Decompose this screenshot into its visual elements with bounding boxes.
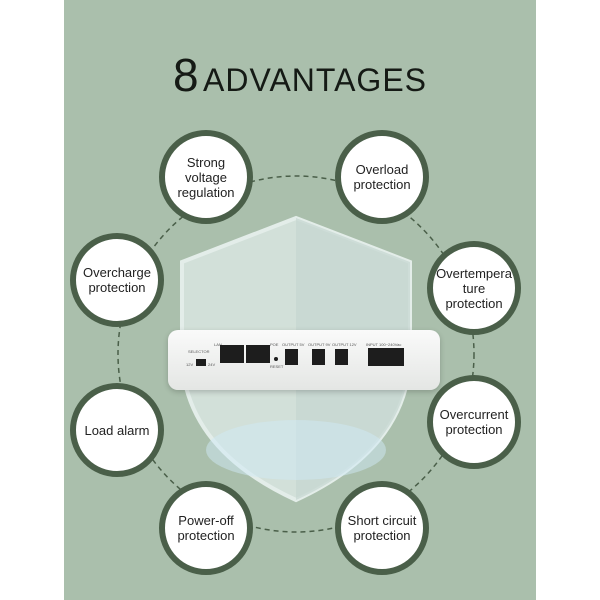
output-port-2: [312, 349, 325, 365]
output-2-label: OUTPUT 9V: [308, 342, 331, 347]
advantage-load-alarm: Load alarm: [70, 383, 164, 477]
input-label: INPUT 100~240Vac: [366, 342, 402, 347]
selector-switch: [196, 359, 206, 366]
reset-button: [274, 357, 278, 361]
selector-12v-label: 12V: [186, 362, 194, 367]
advantage-overcurrent: Overcurrent protection: [427, 375, 521, 469]
lan-label: LAN: [214, 342, 222, 347]
page-title: 8 ADVANTAGES: [64, 48, 536, 102]
lan-port-2: [246, 345, 270, 363]
selector-24v-label: 24V: [208, 362, 216, 367]
advantage-overload: Overload protection: [335, 130, 429, 224]
advantage-power-off: Power-off protection: [159, 481, 253, 575]
selector-label: SELECTOR: [188, 349, 210, 354]
dashed-ring: [117, 175, 475, 533]
advantage-strong-voltage: Strong voltage regulation: [159, 130, 253, 224]
output-port-1: [285, 349, 298, 365]
lan-port-1: [220, 345, 244, 363]
advantage-short-circuit: Short circuit protection: [335, 481, 429, 575]
poe-label: POE: [270, 342, 279, 347]
input-port: [368, 348, 404, 366]
advantage-overcharge: Overcharge protection: [70, 233, 164, 327]
title-number: 8: [172, 49, 199, 101]
title-word: ADVANTAGES: [203, 62, 427, 98]
reset-label: RESET: [270, 364, 284, 369]
output-3-label: OUTPUT 12V: [332, 342, 357, 347]
output-1-label: OUTPUT 5V: [282, 342, 305, 347]
poe-device: SELECTOR 12V 24V LAN POE RESET OUTPUT 5V…: [168, 330, 440, 390]
output-port-3: [335, 349, 348, 365]
advantage-overtemperature: Overtempera ture protection: [427, 241, 521, 335]
